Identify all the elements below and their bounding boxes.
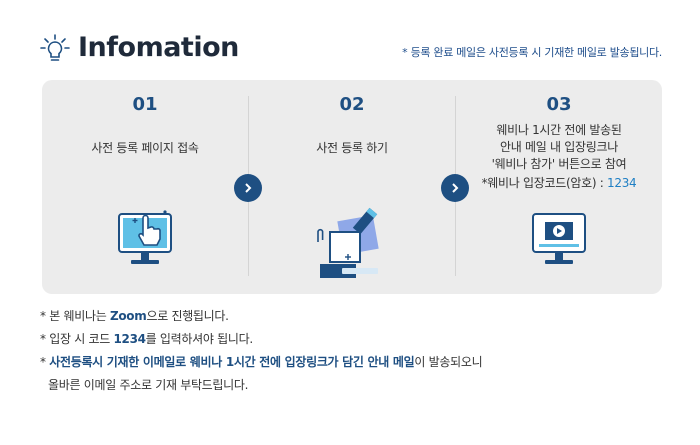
- note-zoom: * 본 웨비나는 Zoom으로 진행됩니다.: [40, 305, 482, 328]
- step-number: 03: [546, 94, 572, 115]
- monitor-touch-icon: [118, 210, 172, 264]
- note-highlight: 1234: [113, 332, 146, 346]
- step-number: 01: [132, 94, 158, 115]
- note-email: * 사전등록시 기재한 이메일로 웨비나 1시간 전에 입장링크가 담긴 안내 …: [40, 351, 483, 374]
- note-highlight: 사전등록시 기재한 이메일로 웨비나 1시간 전에 입장링크가 담긴 안내 메일: [49, 355, 415, 369]
- entry-code-value: 1234: [607, 176, 637, 190]
- note-code: * 입장 시 코드 1234를 입력하셔야 됩니다.: [40, 328, 482, 351]
- lightbulb-icon: [40, 34, 70, 61]
- step-line: '웨비나 참가' 버튼으로 참여: [491, 157, 627, 171]
- header-note: * 등록 완료 메일은 사전등록 시 기재한 메일로 발송됩니다.: [402, 46, 662, 59]
- info-header: Infomation * 등록 완료 메일은 사전등록 시 기재한 메일로 발송…: [40, 30, 662, 70]
- entry-code-label: *웨비나 입장코드(암호) :: [481, 176, 608, 190]
- note-text: 이 발송되오니: [414, 355, 483, 369]
- note-text: 를 입력하셔야 됩니다.: [145, 332, 254, 346]
- step-2: 02 사전 등록 하기: [249, 80, 455, 294]
- step-3: 03 웨비나 1시간 전에 발송된 안내 메일 내 입장링크나 '웨비나 참가'…: [456, 80, 662, 294]
- notes-list: * 본 웨비나는 Zoom으로 진행됩니다. * 입장 시 코드 1234를 입…: [40, 305, 483, 397]
- note-text: * 본 웨비나는: [40, 309, 110, 323]
- note-email-cont: 올바른 이메일 주소로 기재 부탁드립니다.: [48, 378, 249, 392]
- note-text: * 입장 시 코드: [40, 332, 114, 346]
- entry-code-line: *웨비나 입장코드(암호) : 1234: [456, 175, 662, 192]
- steps-panel: 01 사전 등록 페이지 접속 02 사전 등록 하기: [42, 80, 662, 294]
- step-line: 웨비나 1시간 전에 발송된: [496, 123, 622, 137]
- step-line: 안내 메일 내 입장링크나: [500, 140, 618, 154]
- page-title: Infomation: [78, 32, 239, 63]
- step-number: 02: [339, 94, 365, 115]
- next-arrow-icon: [234, 174, 262, 202]
- note-highlight: Zoom: [109, 309, 147, 323]
- note-text: *: [40, 355, 50, 369]
- step-1: 01 사전 등록 페이지 접속: [42, 80, 248, 294]
- monitor-play-icon: [532, 213, 586, 264]
- step-description: 사전 등록 페이지 접속: [91, 141, 199, 155]
- next-arrow-icon: [441, 174, 469, 202]
- step-description: 사전 등록 하기: [316, 141, 388, 155]
- note-text: 으로 진행됩니다.: [146, 309, 229, 323]
- register-form-icon: [317, 207, 379, 278]
- step-description: 웨비나 1시간 전에 발송된 안내 메일 내 입장링크나 '웨비나 참가' 버튼…: [456, 122, 662, 192]
